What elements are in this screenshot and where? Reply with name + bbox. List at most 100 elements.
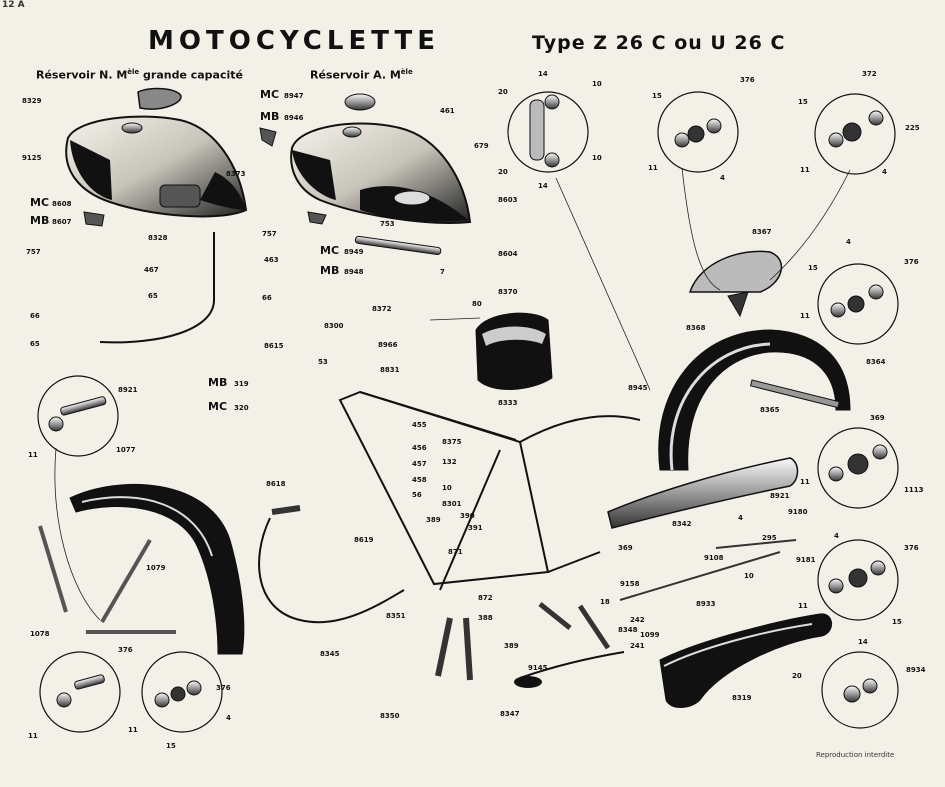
label-mc-320-num: 320 [234,404,249,412]
label-mc-8608-num: 8608 [52,200,72,208]
part-number-11: 11 [28,451,38,459]
part-number-8370: 8370 [498,288,518,296]
part-number-8921: 8921 [118,386,138,394]
part-number-11: 11 [800,312,810,320]
part-number-11: 11 [798,602,808,610]
label-mb-8946-num: 8946 [284,114,304,122]
part-number-376: 376 [216,684,231,692]
bracket-8948 [307,211,327,225]
part-number-11: 11 [800,478,810,486]
part-number-11: 11 [128,726,138,734]
part-number-1078: 1078 [30,630,50,638]
leader-d [54,447,101,621]
label-mb-8607-num: 8607 [52,218,72,226]
part-number-8615: 8615 [264,342,284,350]
part-number-4: 4 [834,532,839,540]
reproduction-notice: Reproduction interdite [816,751,895,759]
tank-large-header-rest: grande capacité [139,68,243,82]
part-number-66: 66 [262,294,272,302]
part-number-8831: 8831 [380,366,400,374]
detail-circle-h [141,651,223,733]
kickstart-8347 [519,651,625,679]
part-number-8373: 8373 [226,170,246,178]
part-number-467: 467 [144,266,159,274]
label-mc-8947: MC [260,88,279,101]
part-number-463: 463 [264,256,279,264]
label-mb-319-num: 319 [234,380,249,388]
tank-large-header-sup: èle [127,68,140,76]
part-number-461: 461 [440,107,455,115]
part-number-8333: 8333 [498,399,518,407]
part-number-8934: 8934 [906,666,926,674]
knee-pad-8329 [137,87,182,110]
part-number-679: 679 [474,142,489,150]
toolbox-8370 [475,312,553,390]
part-number-388: 388 [478,614,493,622]
part-number-8300: 8300 [324,322,344,330]
part-number-295: 295 [762,534,777,542]
part-number-757: 757 [262,230,277,238]
part-number-455: 455 [412,421,427,429]
leader-b [769,169,851,281]
part-number-8348: 8348 [618,626,638,634]
part-number-15: 15 [652,92,662,100]
part-number-10: 10 [442,484,452,492]
label-mb-8607: MB [30,214,49,227]
label-mc-8608: MC [30,196,49,209]
label-mb-8948-num: 8948 [344,268,364,276]
page-corner-mark: 12 A [2,0,25,10]
part-number-66: 66 [30,312,40,320]
part-number-1079: 1079 [146,564,166,572]
page-title: MOTOCYCLETTE [148,26,441,56]
part-number-11: 11 [648,164,658,172]
part-number-56: 56 [412,491,422,499]
part-number-872: 872 [478,594,493,602]
front-mudguard-1077 [69,483,245,655]
part-number-369: 369 [870,414,885,422]
stay-1079 [100,538,152,624]
exhaust-pipe-8345 [258,517,405,624]
brake-pedal-1099 [577,604,611,650]
part-number-9125: 9125 [22,154,42,162]
part-number-8319: 8319 [732,694,752,702]
part-number-20: 20 [498,88,508,96]
detail-circle-c [817,263,899,345]
luggage-rack-8367 [688,250,783,293]
bracket-8607 [83,211,105,227]
tank-a-header-sup: èle [400,68,413,76]
part-number-4: 4 [882,168,887,176]
part-number-11: 11 [28,732,38,740]
part-number-10: 10 [592,80,602,88]
stand-8350 [435,617,473,681]
clamp-8619 [271,505,301,515]
part-number-15: 15 [808,264,818,272]
part-number-15: 15 [166,742,176,750]
part-number-8604: 8604 [498,250,518,258]
part-number-376: 376 [904,258,919,266]
part-number-8367: 8367 [752,228,772,236]
part-number-390: 390 [460,512,475,520]
label-mc-320: MC [208,400,227,413]
part-number-8618: 8618 [266,480,286,488]
part-number-14: 14 [538,182,548,190]
part-number-8945: 8945 [628,384,648,392]
fuel-tank-a [290,122,472,224]
tank-a-header-text: Réservoir A. M [310,68,401,82]
page-subtitle: Type Z 26 C ou U 26 C [532,32,786,54]
label-mc-8947-num: 8947 [284,92,304,100]
label-mb-319: MB [208,376,227,389]
part-number-8933: 8933 [696,600,716,608]
detail-circle-g [39,651,121,733]
part-number-4: 4 [720,174,725,182]
part-number-456: 456 [412,444,427,452]
stay-1078 [38,525,68,613]
part-number-8619: 8619 [354,536,374,544]
bracket-8368 [727,291,749,318]
part-number-389: 389 [504,642,519,650]
part-number-9181: 9181 [796,556,816,564]
tank-a-header: Réservoir A. Mèle [310,68,413,82]
detail-circle-d [37,375,119,457]
label-mb-8948: MB [320,264,339,277]
pedal-rubber [514,676,542,688]
